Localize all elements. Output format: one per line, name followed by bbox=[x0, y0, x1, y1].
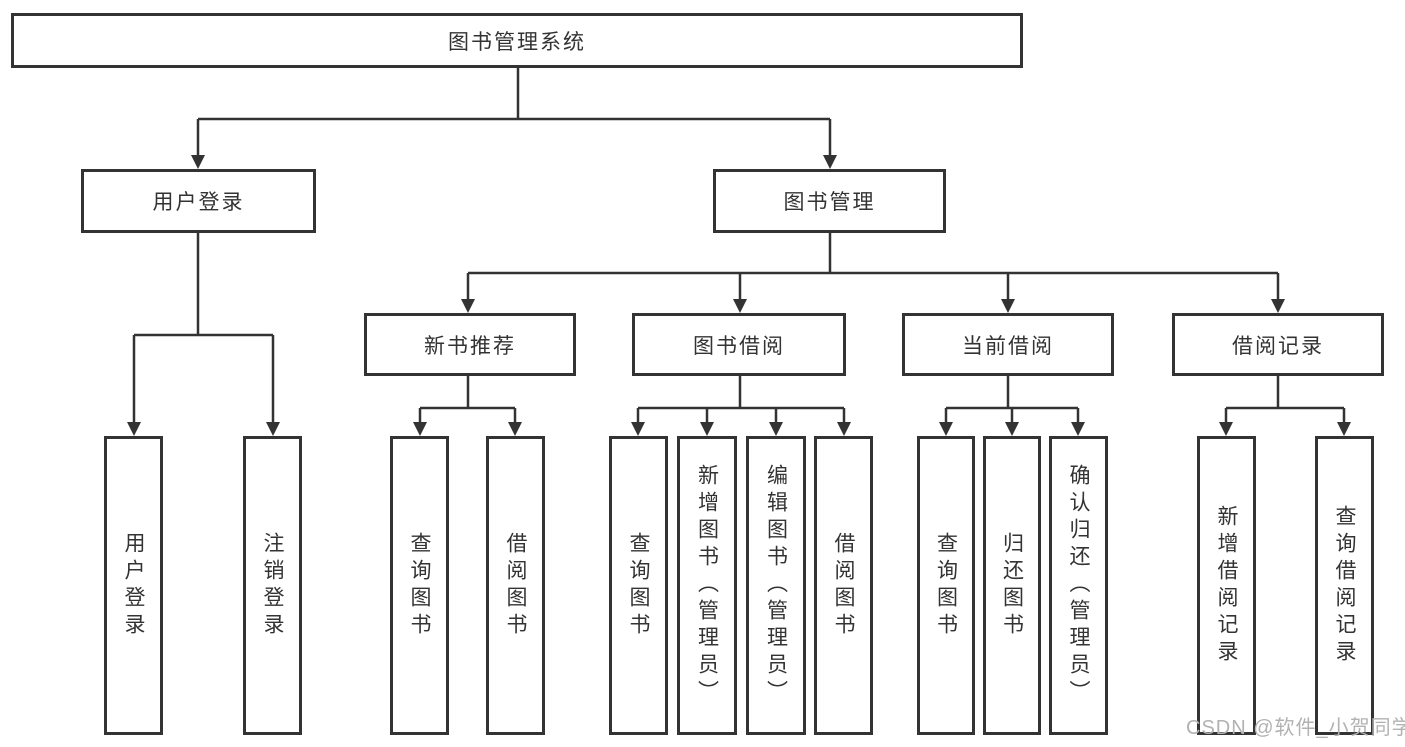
leaf-confirm-return-admin: 确认归还（管理员） bbox=[1049, 436, 1108, 735]
leaf-add-borrow-record: 新增借阅记录 bbox=[1197, 436, 1256, 735]
leaf-query-books: 查询图书 bbox=[390, 436, 449, 735]
watermark: CSDN @软件_小贺同学 bbox=[1186, 717, 1405, 739]
leaf-borrow-books: 借阅图书 bbox=[814, 436, 873, 735]
leaf-borrow-books: 借阅图书 bbox=[486, 436, 545, 735]
leaf-label: 查询图书 bbox=[408, 531, 431, 640]
leaf-user-login: 用户登录 bbox=[104, 436, 163, 735]
node-user-login: 用户登录 bbox=[81, 169, 316, 233]
node-current-borrow: 当前借阅 bbox=[902, 313, 1114, 376]
leaf-label: 查询图书 bbox=[934, 531, 958, 640]
leaf-label: 新增图书（管理员） bbox=[695, 464, 719, 707]
leaf-label: 注销登录 bbox=[261, 531, 284, 640]
leaf-label: 用户登录 bbox=[122, 531, 145, 640]
node-borrow-record: 借阅记录 bbox=[1172, 313, 1384, 376]
node-new-book-recommend: 新书推荐 bbox=[364, 313, 576, 376]
leaf-return-books: 归还图书 bbox=[983, 436, 1041, 735]
leaf-label: 查询借阅记录 bbox=[1333, 504, 1356, 667]
leaf-label: 借阅图书 bbox=[504, 531, 527, 640]
leaf-edit-books-admin: 编辑图书（管理员） bbox=[746, 436, 806, 735]
leaf-label: 确认归还（管理员） bbox=[1067, 464, 1090, 707]
node-book-borrow: 图书借阅 bbox=[632, 313, 846, 376]
leaf-label: 借阅图书 bbox=[832, 531, 855, 640]
leaf-label: 新增借阅记录 bbox=[1215, 504, 1238, 667]
leaf-query-borrow-record: 查询借阅记录 bbox=[1315, 436, 1374, 735]
leaf-label: 编辑图书（管理员） bbox=[764, 464, 788, 707]
leaf-add-books-admin: 新增图书（管理员） bbox=[677, 436, 737, 735]
node-book-management: 图书管理 bbox=[713, 169, 946, 233]
leaf-label: 归还图书 bbox=[1000, 531, 1024, 640]
leaf-logout: 注销登录 bbox=[243, 436, 302, 735]
leaf-query-books: 查询图书 bbox=[917, 436, 975, 735]
leaf-label: 查询图书 bbox=[627, 531, 650, 640]
leaf-query-books: 查询图书 bbox=[609, 436, 668, 735]
node-root: 图书管理系统 bbox=[11, 13, 1023, 68]
